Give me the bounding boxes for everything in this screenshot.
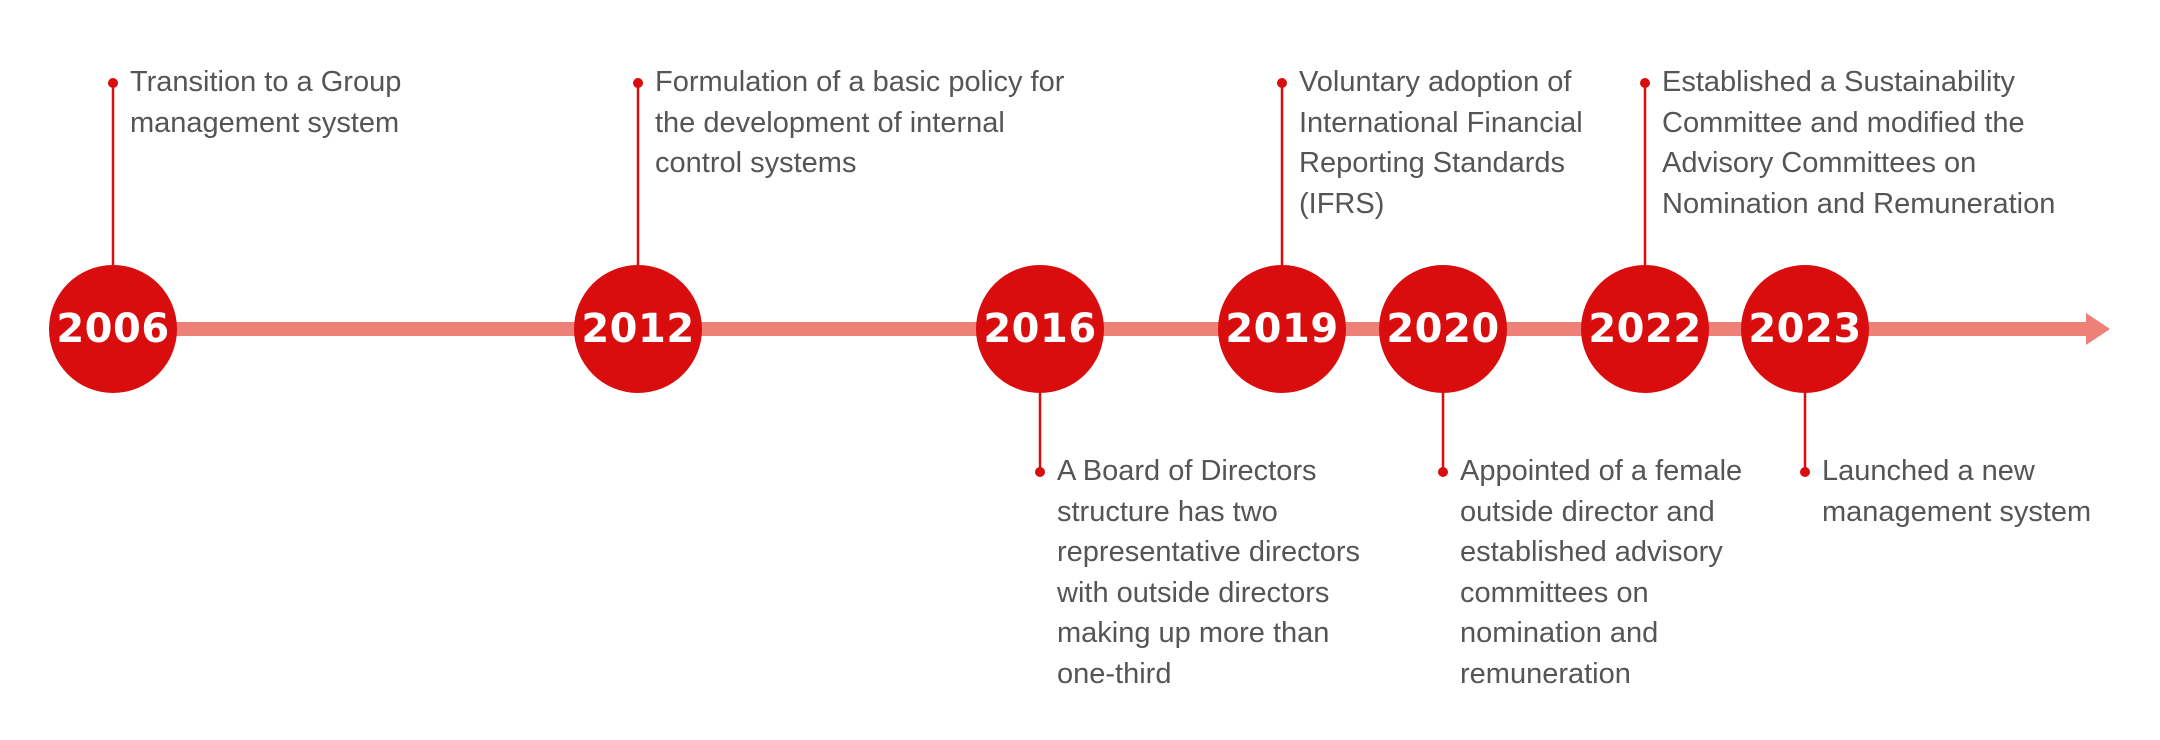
year-label-2016: 2016	[983, 306, 1097, 352]
year-marker-2020	[1379, 265, 1507, 393]
timeline-arrowhead	[2086, 313, 2110, 345]
milestone-description-2022: Established a Sustainability Committee a…	[1662, 66, 2056, 220]
connector-dot-2023	[1800, 467, 1810, 477]
connector-dot-2012	[633, 78, 643, 88]
year-label-2012: 2012	[581, 306, 695, 352]
year-marker-2019	[1218, 265, 1346, 393]
milestone-description-2006: Transition to a Group management system	[130, 66, 402, 139]
year-label-2020: 2020	[1386, 306, 1500, 352]
year-label-2006: 2006	[56, 306, 170, 352]
year-label-2023: 2023	[1748, 306, 1862, 352]
year-marker-2022	[1581, 265, 1709, 393]
connector-dot-2020	[1438, 467, 1448, 477]
year-marker-2006	[49, 265, 177, 393]
connector-dot-2019	[1277, 78, 1287, 88]
year-label-2019: 2019	[1225, 306, 1339, 352]
year-marker-2016	[976, 265, 1104, 393]
connector-dot-2006	[108, 78, 118, 88]
connector-dot-2022	[1640, 78, 1650, 88]
milestone-description-2012: Formulation of a basic policy for the de…	[655, 66, 1065, 179]
milestone-markers	[49, 78, 1869, 477]
milestone-description-2023: Launched a new management system	[1822, 455, 2092, 528]
year-marker-2012	[574, 265, 702, 393]
year-label-2022: 2022	[1588, 306, 1702, 352]
year-marker-2023	[1741, 265, 1869, 393]
milestone-description-2020: Appointed of a female outside director a…	[1460, 455, 1743, 690]
connector-dot-2016	[1035, 467, 1045, 477]
milestone-description-2019: Voluntary adoption of International Fina…	[1299, 66, 1583, 220]
milestone-description-2016: A Board of Directors structure has two r…	[1057, 455, 1361, 690]
